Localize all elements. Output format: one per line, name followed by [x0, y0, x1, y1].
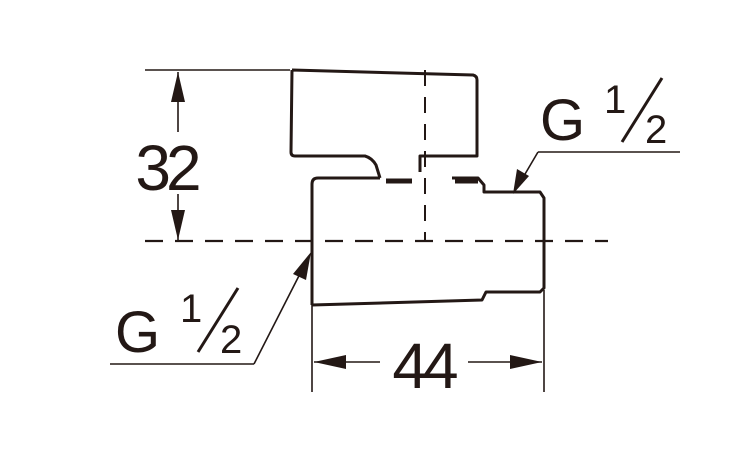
lever-handle	[289, 68, 479, 179]
thread-fraction-numerator: 1	[604, 78, 626, 122]
height-value: 32	[135, 132, 199, 204]
thread-fraction-denominator: 2	[645, 108, 667, 152]
thread-fraction-numerator: 1	[180, 287, 202, 331]
thread-callout-top: G 1 2	[513, 77, 680, 194]
arrow-up-icon	[171, 72, 185, 102]
height-dimension: 32	[130, 69, 290, 240]
arrow-left-icon	[314, 355, 346, 369]
fraction-slash	[620, 77, 664, 143]
arrow-down-icon	[171, 210, 185, 240]
thread-fraction-denominator: 2	[220, 318, 242, 362]
thread-letter: G	[115, 300, 160, 365]
thread-callout-bottom: G 1 2	[110, 252, 311, 365]
arrow-right-icon	[510, 355, 542, 369]
thread-letter: G	[540, 88, 585, 153]
length-dimension: 44	[311, 290, 545, 402]
valve-body	[310, 176, 546, 307]
length-value: 44	[392, 330, 457, 402]
fraction-slash	[196, 287, 240, 353]
leader-arrow-icon	[513, 169, 529, 194]
leader-arrow-icon	[293, 252, 311, 280]
